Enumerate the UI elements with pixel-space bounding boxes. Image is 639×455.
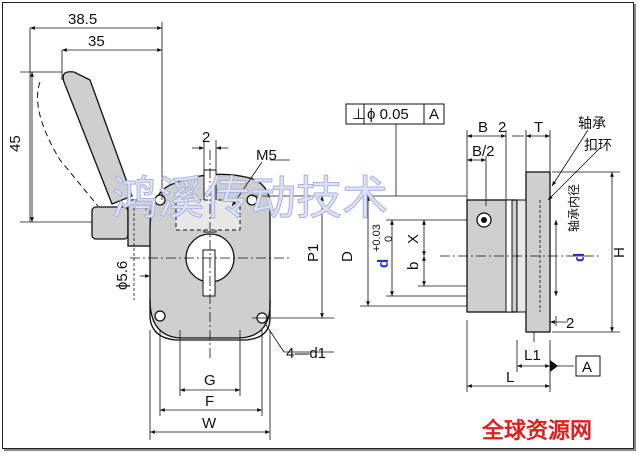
dim-b-small: b [405,262,422,270]
dim-b-width: B [478,119,488,136]
datum-box [575,355,601,377]
tolerance-frame [345,103,445,125]
tolerance-value: ϕ 0.05 [367,106,409,123]
callout-bearing-inner-dia: 轴承内径 [566,184,581,232]
callout-retaining-ring: 扣环 [584,137,612,153]
dim-handle-height: 45 [7,135,24,152]
mount-hole-bl [154,310,166,322]
dim-t: T [534,119,543,136]
dim-l1: L1 [524,347,541,364]
dim-d-tol-lower: 0 [383,236,395,242]
lever-handle [62,71,133,205]
dim-b-half: B/2 [472,143,495,160]
dim-b-gap: 2 [498,119,506,136]
datum-triangle [550,360,558,372]
dim-pivot-length: 35 [88,33,105,50]
dim-h: H [611,247,628,258]
keyway [202,249,216,297]
dim-d-tol-upper: +0.03 [371,224,383,252]
dim-w: W [202,415,217,432]
drawing-border [2,2,634,449]
dim-mount-holes: 4—d1 [286,345,326,362]
clamp-screw [175,199,241,231]
lever-swing-path [37,81,99,207]
dim-slot-offset: 2 [202,129,210,146]
dim-p1: P1 [305,244,322,262]
mount-hole-tl [154,194,166,206]
front-view-dimensions [20,22,334,440]
dim-screw: M5 [256,147,277,164]
dim-g: G [204,372,216,389]
watermark: 鸿溪传动技术 [112,171,388,225]
dim-handle-pin: ϕ5.6 [114,261,131,290]
callout-bearing: 轴承 [578,115,606,131]
dim-overall-length: 38.5 [68,11,97,28]
datum-label: A [582,359,592,376]
dim-bottom-gap: 2 [566,315,574,332]
brand-logo: 全球资源网 [481,418,592,444]
flange [149,300,271,341]
dim-d-bore: d [375,259,392,268]
front-view [37,71,290,360]
dim-x: X [405,234,422,244]
callout-bore-d: d [571,253,588,262]
dim-d-outer: D [339,251,356,262]
labels: 38.5 35 45 2 M5 ϕ5.6 P1 4—d1 G F W ⊥ ϕ 0… [7,11,628,444]
side-view [440,171,600,333]
tolerance-datum: A [429,106,439,123]
dim-f: F [205,393,214,410]
side-flange [525,171,551,333]
tolerance-symbol: ⊥ [352,106,365,123]
mount-hole-tr [246,194,258,206]
dim-l: L [506,369,514,386]
